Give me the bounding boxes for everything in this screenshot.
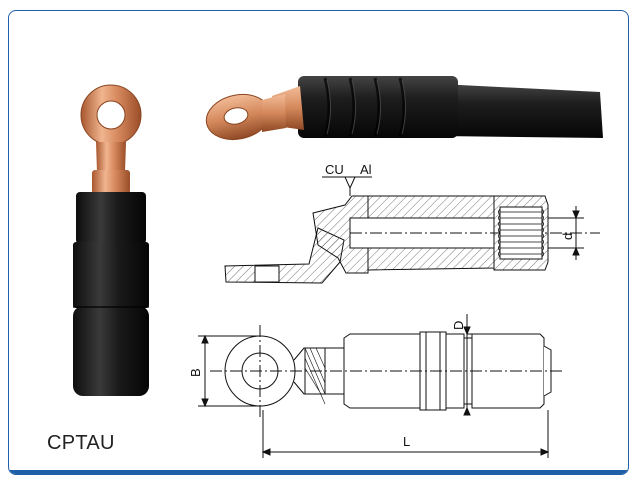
product-name-label: CPTAU bbox=[47, 432, 115, 454]
dim-D-label: D bbox=[451, 321, 466, 330]
dim-d-label: d bbox=[560, 233, 575, 240]
plan-view-drawing bbox=[198, 314, 562, 458]
material-al-label: Al bbox=[360, 162, 372, 177]
dim-B-label: B bbox=[188, 368, 203, 377]
frame-bottom-bar bbox=[9, 470, 628, 474]
vertical-lug-photo bbox=[73, 84, 149, 396]
horizontal-lug-photo bbox=[205, 76, 603, 141]
material-cu-label: CU bbox=[325, 162, 344, 177]
section-drawing bbox=[224, 176, 600, 284]
dim-L-label: L bbox=[403, 434, 410, 449]
